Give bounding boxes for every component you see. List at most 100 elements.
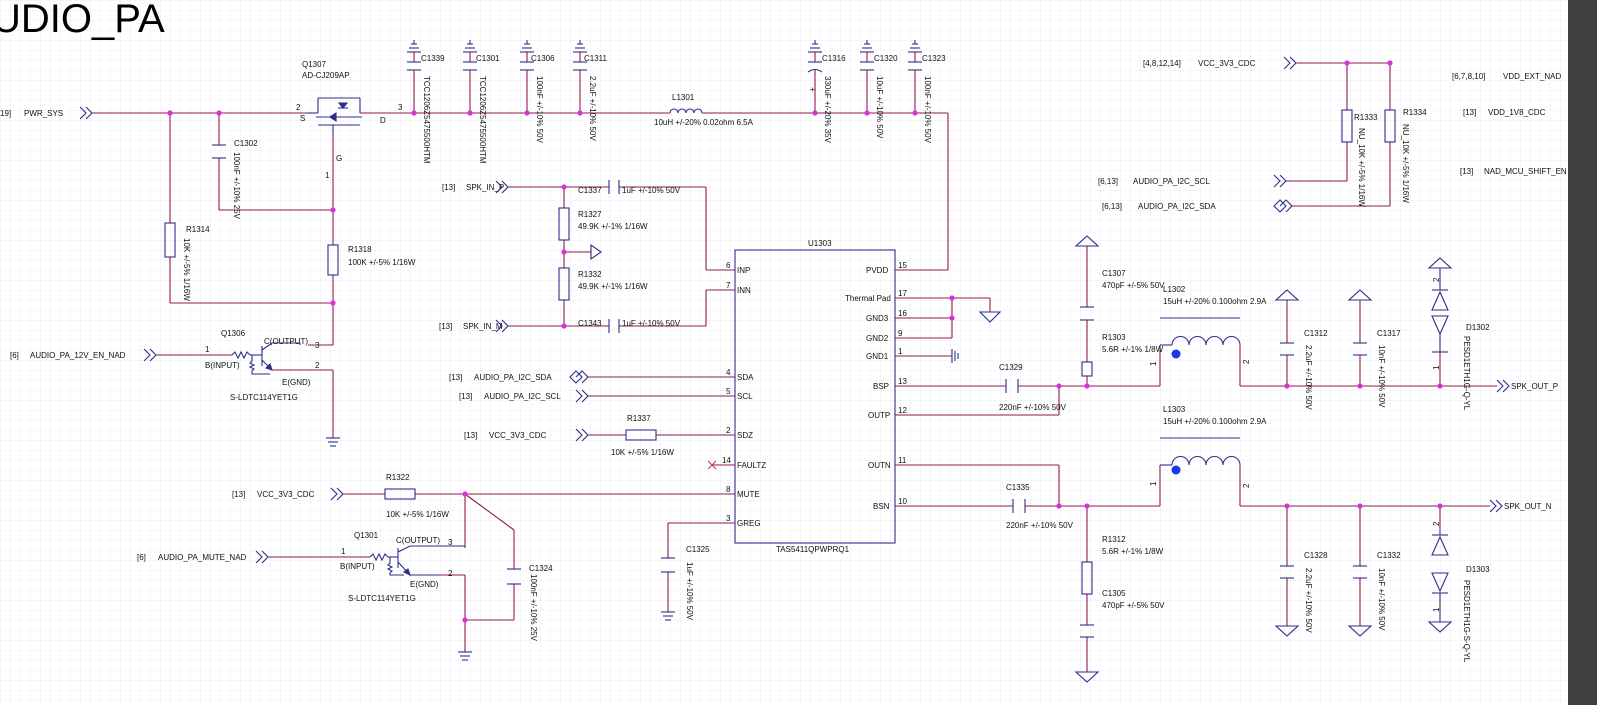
pin-name: GND2 — [866, 334, 889, 343]
port-spk-out-p[interactable]: SPK_OUT_P — [1511, 382, 1558, 391]
d1302-tvs-diode[interactable] — [1431, 268, 1449, 355]
port-scl-out[interactable]: [6,13] AUDIO_PA_I2C_SCL — [1098, 177, 1210, 186]
port-pwr-sys[interactable]: 19] PWR_SYS — [0, 109, 63, 118]
ground-icon — [1347, 625, 1373, 637]
c1328-capacitor[interactable] — [1280, 565, 1294, 579]
u1303-amplifier-ic[interactable] — [734, 249, 896, 544]
r1337-resistor[interactable] — [625, 429, 657, 441]
c1324-capacitor[interactable] — [507, 568, 521, 585]
junction — [216, 110, 222, 116]
c1335-capacitor[interactable] — [1012, 499, 1026, 513]
pin-number: 1 — [341, 547, 346, 556]
junction — [1437, 503, 1443, 509]
l1301-inductor[interactable] — [669, 108, 703, 114]
port-cdc-mute[interactable]: [13] VCC_3V3_CDC — [232, 490, 315, 499]
bidirectional-port-icon — [1273, 199, 1293, 213]
wires — [92, 62, 1497, 672]
u1303-pins: 6 INP 7 INN 4 SDA 5 SCL 2 SDZ 14 FAULTZ … — [722, 261, 907, 528]
part-ref: C1332 — [1377, 551, 1401, 560]
junction — [1084, 383, 1090, 389]
vertical-scrollbar[interactable] — [1568, 0, 1597, 705]
part-value: 330uF +/-20% 35V — [823, 76, 832, 144]
r1322-resistor[interactable] — [384, 488, 416, 500]
junction — [1056, 503, 1062, 509]
input-port-icon — [330, 487, 344, 501]
r1333-resistor[interactable] — [1341, 109, 1353, 143]
c1332-capacitor[interactable] — [1353, 565, 1367, 579]
q1301-transistor[interactable] — [369, 545, 465, 577]
r1312-resistor[interactable] — [1081, 561, 1093, 595]
part-value: 10K +/-5% 1/16W — [386, 510, 449, 519]
c1306-capacitor[interactable] — [520, 52, 534, 80]
junction — [411, 110, 417, 116]
q1307-mosfet[interactable] — [307, 97, 362, 135]
c1312-capacitor[interactable] — [1280, 342, 1294, 356]
port-net: AUDIO_PA_I2C_SDA — [1138, 202, 1216, 211]
part-value: 15uH +/-20% 0.100ohm 2.9A — [1163, 417, 1267, 426]
c1323-capacitor[interactable] — [908, 52, 922, 80]
c1301-capacitor[interactable] — [463, 52, 477, 80]
port-cdc-sdz[interactable]: [13] VCC_3V3_CDC — [464, 431, 547, 440]
r1318-resistor[interactable] — [327, 244, 339, 276]
port-spk-in-p[interactable]: [13] SPK_IN_P — [442, 183, 504, 192]
q1306-transistor[interactable] — [231, 342, 301, 375]
part-value: 10uH +/-20% 0.02ohm 6.5A — [654, 118, 754, 127]
d1303-tvs-diode[interactable] — [1431, 530, 1449, 622]
c1305-capacitor[interactable] — [1080, 624, 1094, 638]
ground-icon — [520, 40, 534, 53]
port-arrows — [79, 56, 1510, 564]
c1343-capacitor[interactable] — [608, 319, 620, 333]
c1307-capacitor[interactable] — [1080, 306, 1094, 321]
no-connect-icon — [707, 460, 717, 470]
part-value: 5.6R +/-1% 1/8W — [1102, 547, 1164, 556]
port-mute-nad[interactable]: [6] AUDIO_PA_MUTE_NAD — [137, 553, 247, 562]
port-cdc-top[interactable]: [4,8,12,14] VCC_3V3_CDC — [1143, 59, 1256, 68]
port-vdd-ext[interactable]: [6,7,8,10] VDD_EXT_NAD — [1452, 72, 1561, 81]
port-vdd-1v8[interactable]: [13] VDD_1V8_CDC — [1463, 108, 1546, 117]
port-scl-in[interactable]: [13] AUDIO_PA_I2C_SCL — [459, 392, 561, 401]
r1303-resistor[interactable] — [1081, 361, 1093, 377]
ground-icon — [860, 40, 874, 53]
c1329-capacitor[interactable] — [1005, 379, 1019, 393]
c1311-capacitor[interactable] — [573, 52, 587, 80]
port-sda-out[interactable]: [6,13] AUDIO_PA_I2C_SDA — [1102, 202, 1216, 211]
c1302-capacitor[interactable] — [212, 144, 226, 159]
pin-label: E(GND) — [410, 580, 439, 589]
part-ref: C1324 — [529, 564, 553, 573]
port-mcu-shift[interactable]: [13] NAD_MCU_SHIFT_EN — [1460, 167, 1567, 176]
part-ref: C1317 — [1377, 329, 1401, 338]
decoupling-caps — [407, 52, 922, 80]
port-net: AUDIO_PA_I2C_SCL — [484, 392, 561, 401]
r1327-resistor[interactable] — [558, 207, 570, 241]
port-spk-in-m[interactable]: [13] SPK_IN_M — [439, 322, 503, 331]
r1334-resistor[interactable] — [1384, 109, 1396, 143]
pin-number: 1 — [205, 345, 210, 354]
l1302-inductor[interactable] — [1160, 317, 1241, 359]
pin-number: 7 — [726, 281, 731, 290]
c1337-capacitor[interactable] — [608, 180, 620, 194]
part-value: 49.9K +/-1% 1/16W — [578, 222, 648, 231]
c1317-capacitor[interactable] — [1353, 342, 1367, 356]
pin-number: 10 — [898, 497, 907, 506]
pin-number: 1 — [1432, 365, 1441, 370]
ground-icon — [326, 437, 340, 447]
pin-number: 2 — [1432, 277, 1441, 282]
c1320-capacitor[interactable] — [860, 52, 874, 80]
port-net: SPK_IN_M — [463, 322, 503, 331]
pin-name: Thermal Pad — [845, 294, 891, 303]
port-spk-out-n[interactable]: SPK_OUT_N — [1504, 502, 1552, 511]
part-ref: Q1301 — [354, 531, 379, 540]
l1303-inductor[interactable] — [1160, 437, 1241, 475]
port-en-nad[interactable]: [6] AUDIO_PA_12V_EN_NAD — [10, 351, 126, 360]
pin-label: S — [300, 114, 305, 123]
port-sda-in[interactable]: [13] AUDIO_PA_I2C_SDA — [449, 373, 552, 382]
c1325-capacitor[interactable] — [661, 557, 675, 573]
r1314-resistor[interactable] — [164, 222, 176, 258]
c1316-capacitor[interactable] — [807, 52, 823, 80]
r1332-resistor[interactable] — [558, 267, 570, 301]
pin-number: 6 — [726, 261, 731, 270]
ground-icon — [407, 40, 421, 53]
part-value: S-LDTC114YET1G — [348, 594, 416, 603]
c1339-capacitor[interactable] — [407, 52, 421, 80]
